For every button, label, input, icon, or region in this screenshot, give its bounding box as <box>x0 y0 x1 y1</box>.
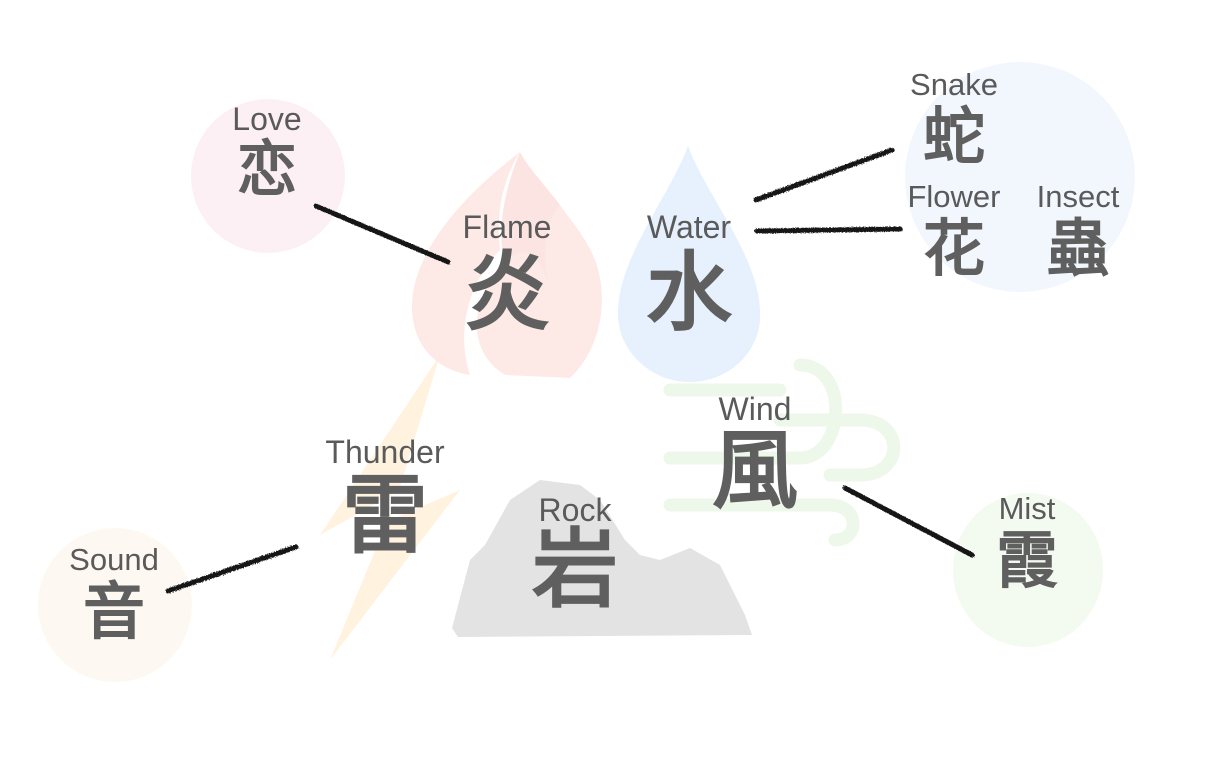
kanji-sound: 音 <box>82 575 145 648</box>
label-mist: Mist <box>998 491 1056 526</box>
label-flower: Flower <box>907 179 1001 214</box>
kanji-thunder: 雷 <box>342 466 428 566</box>
label-insect: Insect <box>1036 179 1120 214</box>
love-circle-bg <box>191 99 345 253</box>
node-rock[interactable]: Rock 岩 <box>510 493 640 613</box>
node-water[interactable]: Water 水 <box>628 210 750 336</box>
node-mist[interactable]: Mist 霞 <box>972 492 1082 592</box>
nature-circle-bg <box>905 62 1135 292</box>
rock-mountain-icon <box>452 480 752 637</box>
connection-strokes <box>165 147 975 594</box>
label-thunder: Thunder <box>325 434 445 470</box>
node-insect[interactable]: Insect 蟲 <box>1020 180 1136 280</box>
mist-circle-bg <box>953 493 1103 647</box>
label-love: Love <box>232 101 302 137</box>
kanji-flame: 炎 <box>464 243 550 343</box>
label-flame: Flame <box>462 209 552 245</box>
sound-circle-bg <box>38 528 192 682</box>
kanji-mist: 霞 <box>995 524 1058 597</box>
node-sound[interactable]: Sound 音 <box>56 543 172 643</box>
label-sound: Sound <box>69 542 159 577</box>
kanji-insect: 蟲 <box>1046 212 1109 285</box>
lightning-bolt-icon <box>320 355 460 660</box>
wind-swirl-icon <box>663 358 901 547</box>
kanji-water: 水 <box>646 243 732 343</box>
edge-wind-mist <box>842 485 975 558</box>
kanji-snake: 蛇 <box>922 100 985 173</box>
kanji-wind: 風 <box>712 421 798 521</box>
kanji-flower: 花 <box>922 212 985 285</box>
node-flower[interactable]: Flower 花 <box>896 180 1012 280</box>
edge-sound-thunder <box>165 544 299 594</box>
label-wind: Wind <box>718 391 792 427</box>
node-thunder[interactable]: Thunder 雷 <box>310 435 460 559</box>
node-flame[interactable]: Flame 炎 <box>446 210 568 336</box>
node-snake[interactable]: Snake 蛇 <box>896 68 1012 168</box>
label-water: Water <box>646 209 732 245</box>
edge-water-snake <box>753 147 895 203</box>
kanji-rock: 岩 <box>532 520 618 620</box>
kanji-love: 恋 <box>237 135 297 205</box>
edge-love-flame <box>313 203 451 265</box>
node-wind[interactable]: Wind 風 <box>690 392 820 514</box>
label-rock: Rock <box>538 492 612 528</box>
edge-water-flower <box>754 226 903 234</box>
flame-icon <box>411 152 602 378</box>
label-snake: Snake <box>910 67 998 102</box>
node-love[interactable]: Love 恋 <box>212 102 322 200</box>
water-drop-icon <box>617 146 761 382</box>
